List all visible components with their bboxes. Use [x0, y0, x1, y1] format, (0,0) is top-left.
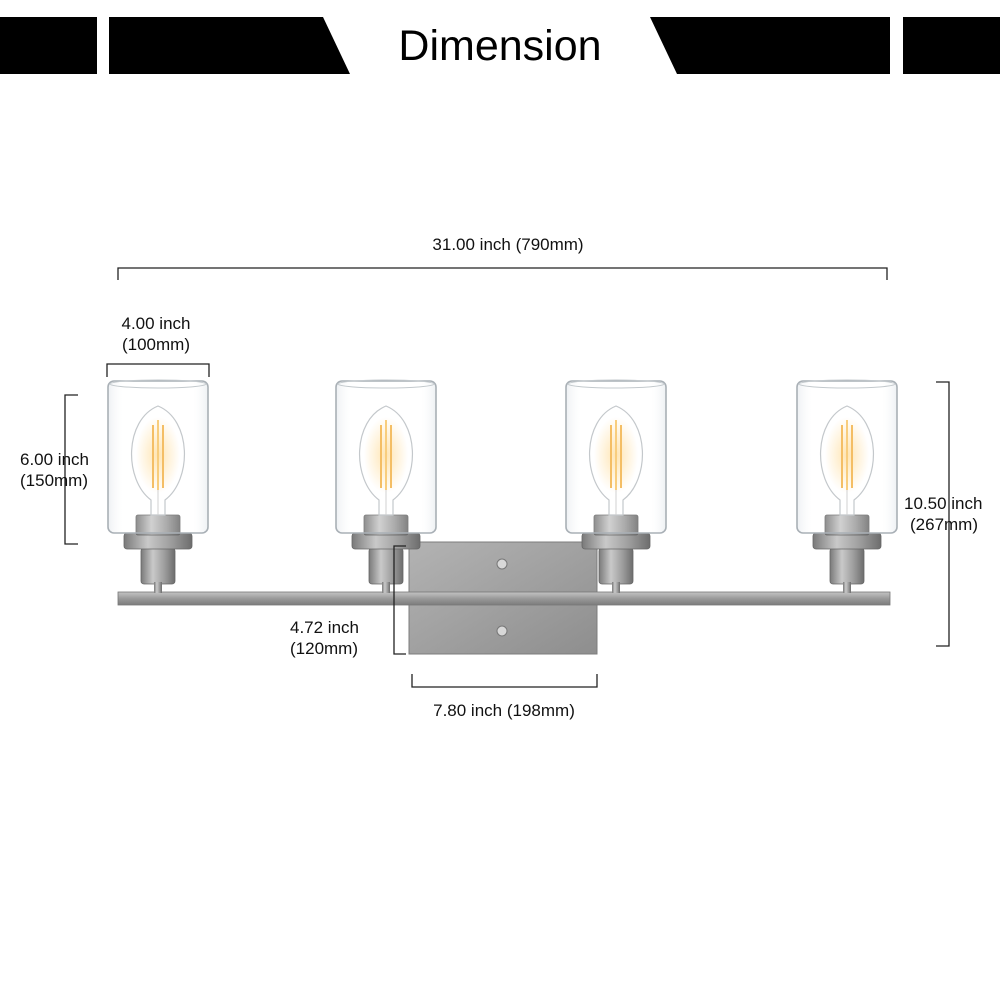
overall-width-label: 31.00 inch (790mm) — [432, 235, 584, 254]
lamps — [107, 379, 898, 593]
mounting-bar — [117, 591, 891, 606]
shade-height-label: 6.00 inch (150mm) — [20, 450, 89, 490]
lamp-fixture — [565, 379, 667, 593]
lamp-stem — [382, 582, 390, 593]
backplate-width-line — [411, 674, 598, 688]
overall-height-line — [936, 381, 950, 647]
lamp-cup — [123, 532, 193, 550]
lamp-cup — [351, 532, 421, 550]
dimension-lines — [64, 267, 950, 688]
glass-shade — [796, 380, 898, 534]
shade-width-line — [106, 363, 210, 377]
page-title: Dimension — [398, 22, 602, 70]
glass-rim — [567, 379, 665, 389]
lamp-neck — [598, 547, 634, 585]
screw-icon — [496, 625, 508, 637]
banner-slant-right — [650, 17, 890, 74]
extension-label: 4.72 inch (120mm) — [290, 618, 359, 658]
glass-rim — [798, 379, 896, 389]
glass-shade — [107, 380, 209, 534]
lamp-fixture — [107, 379, 209, 593]
lamp-stem — [154, 582, 162, 593]
lamp-stem — [612, 582, 620, 593]
glass-shade — [335, 380, 437, 534]
screw-icon — [496, 558, 508, 570]
shade-width-label: 4.00 inch (100mm) — [121, 314, 191, 354]
extension-line — [393, 545, 406, 655]
lamp-stem — [843, 582, 851, 593]
overall-height-label: 10.50 inch (267mm) — [904, 494, 983, 534]
lamp-fixture — [796, 379, 898, 593]
lamp-neck — [140, 547, 176, 585]
shade-height-line — [64, 394, 78, 545]
glass-shade — [565, 380, 667, 534]
glass-rim — [337, 379, 435, 389]
banner-block-right — [903, 17, 1000, 74]
banner-slant-left — [109, 17, 350, 74]
banner-block-left — [0, 17, 97, 74]
lamp-fixture — [335, 379, 437, 593]
lamp-cup — [581, 532, 651, 550]
backplate-width-label: 7.80 inch (198mm) — [433, 701, 575, 720]
lamp-cup — [812, 532, 882, 550]
lamp-neck — [829, 547, 865, 585]
glass-rim — [109, 379, 207, 389]
lamp-neck — [368, 547, 404, 585]
header-banner — [0, 17, 1000, 74]
overall-width-line — [117, 267, 888, 280]
